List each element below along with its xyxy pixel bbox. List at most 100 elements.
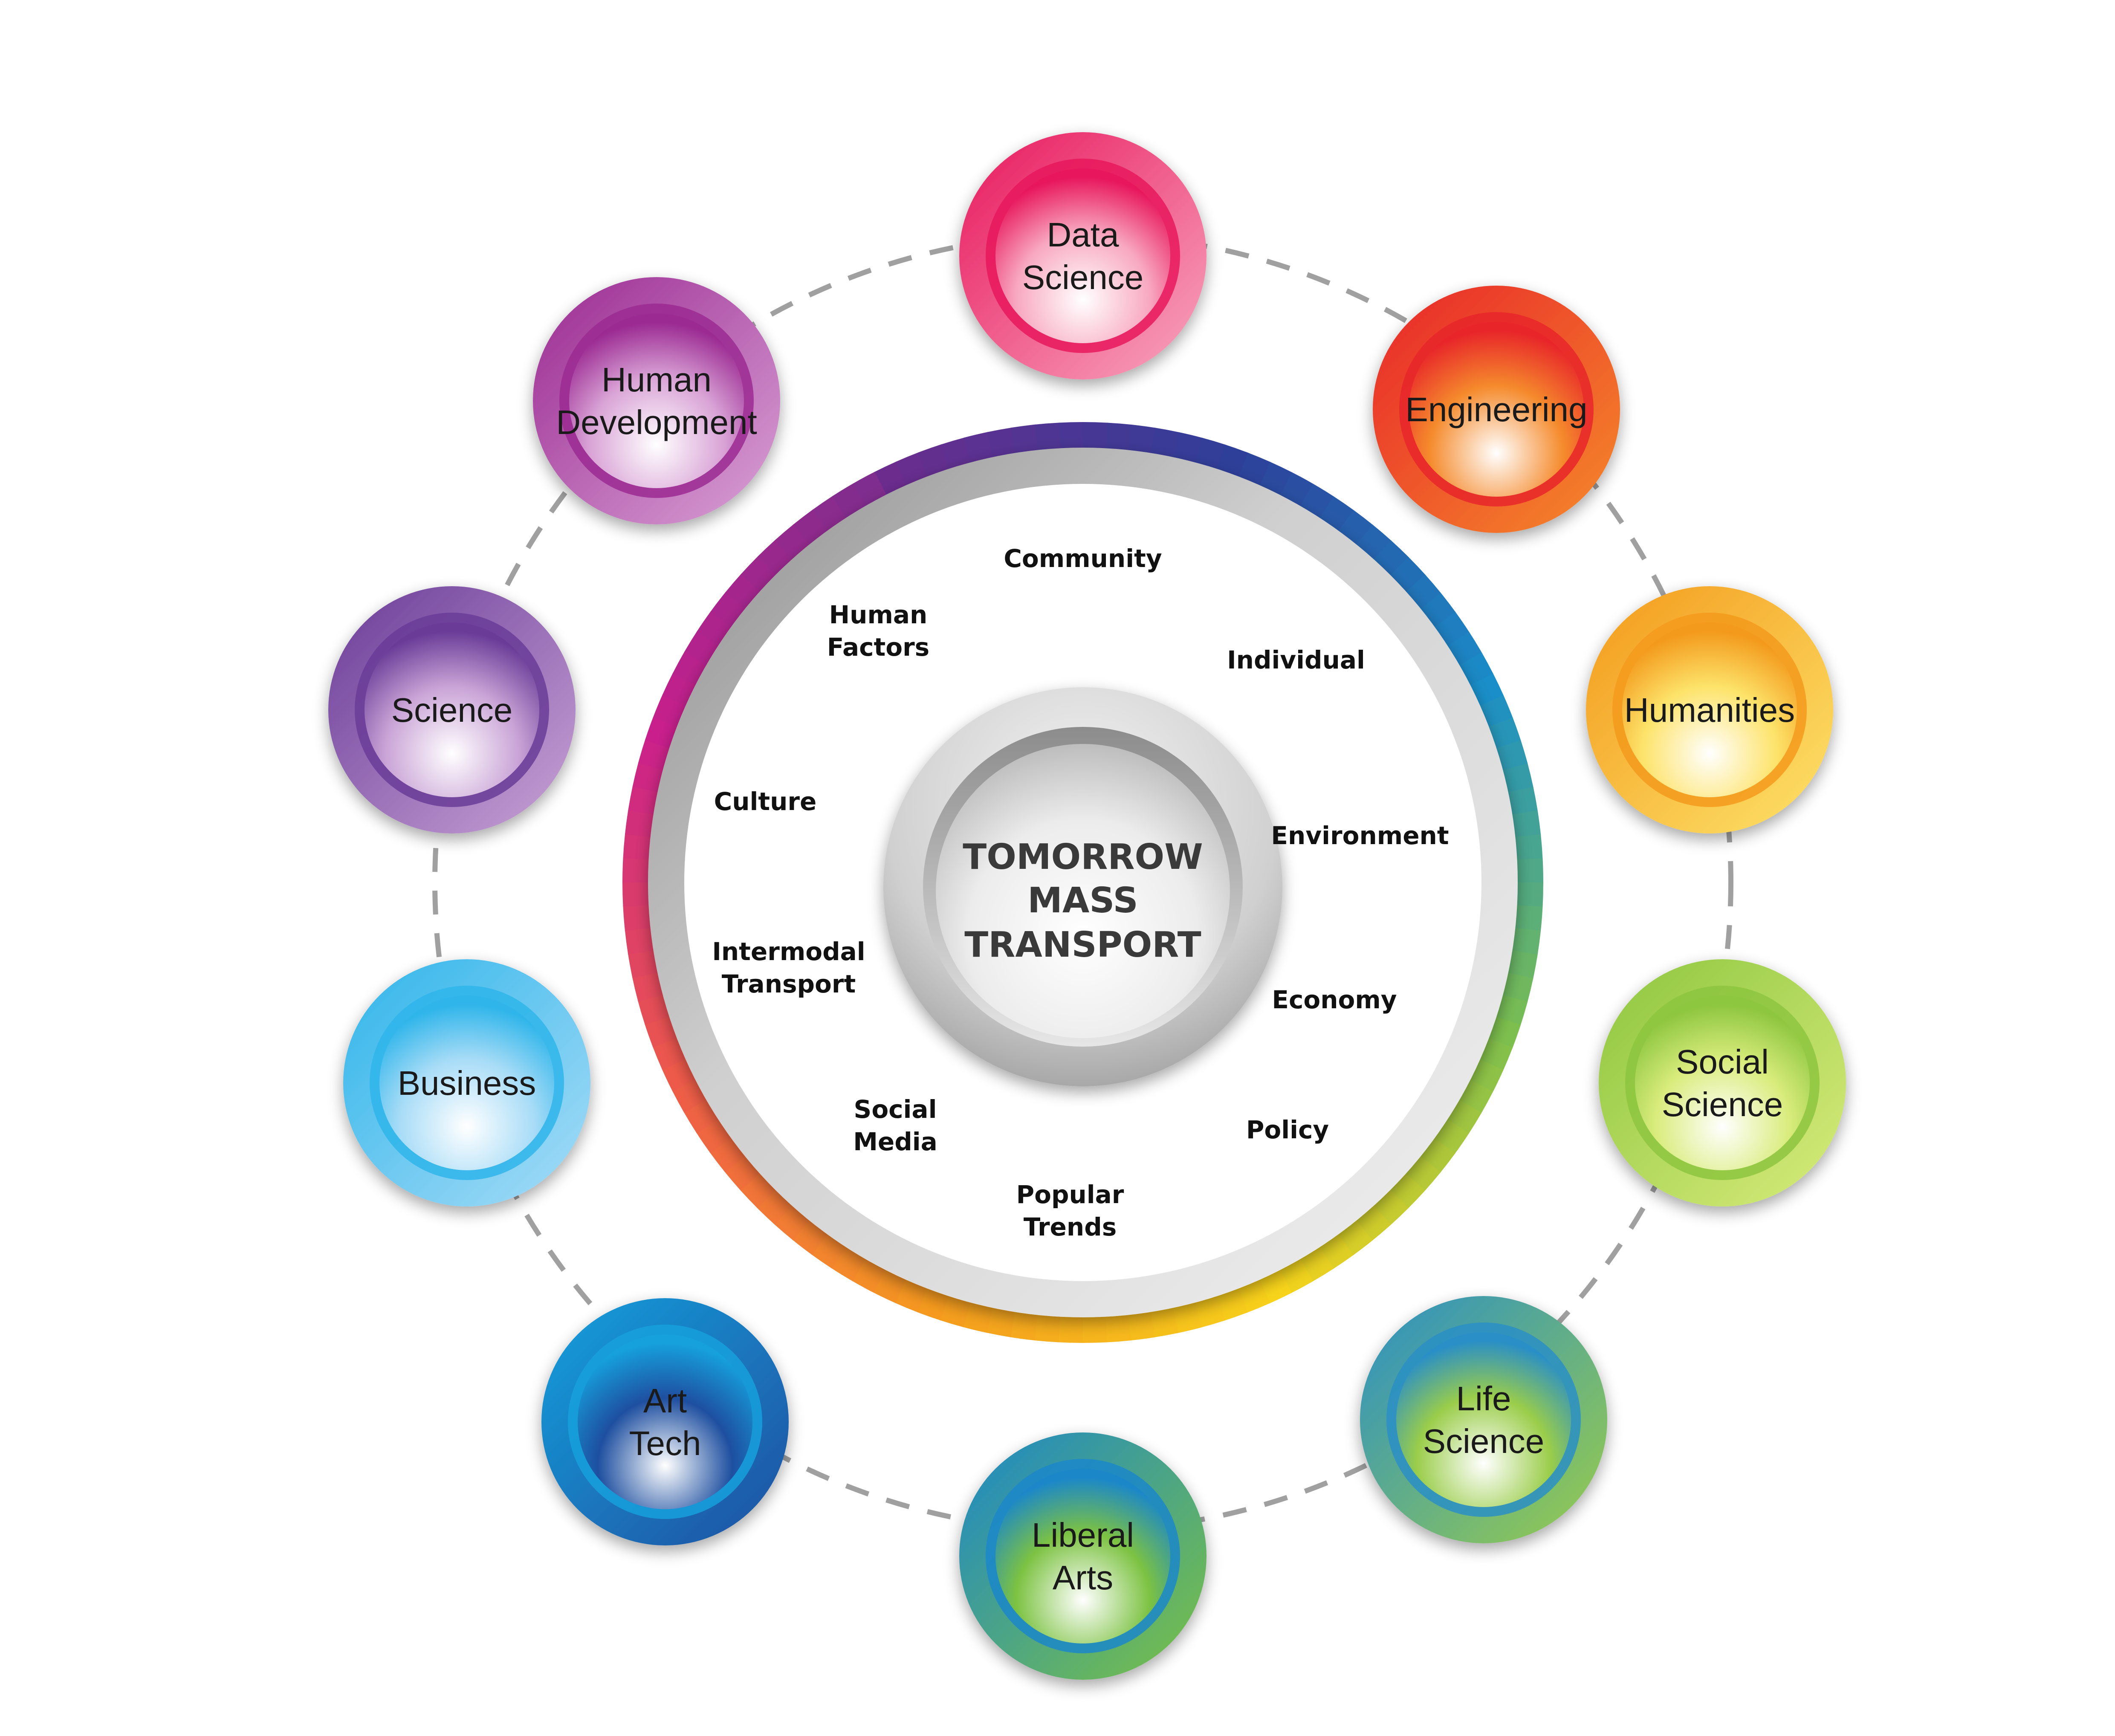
ring-segment bbox=[696, 1116, 735, 1153]
ring-segment bbox=[1431, 612, 1470, 649]
node-science[interactable]: Science bbox=[328, 586, 576, 833]
node-label-line: Development bbox=[556, 403, 757, 441]
factor-line: Intermodal bbox=[712, 937, 865, 966]
factor-labels: CommunityIndividualEnvironmentEconomyPol… bbox=[712, 544, 1449, 1241]
ring-segment bbox=[852, 1255, 888, 1293]
ring-segment bbox=[1193, 1292, 1225, 1328]
node-humanities[interactable]: Humanities bbox=[1586, 586, 1833, 833]
node-label-line: Data bbox=[1047, 216, 1119, 254]
ring-segment bbox=[672, 651, 711, 687]
ring-segment bbox=[623, 833, 655, 860]
ring-segment bbox=[1011, 424, 1039, 457]
ring-segment bbox=[1258, 462, 1293, 500]
ring-segment bbox=[1511, 834, 1543, 861]
ring-segment bbox=[623, 904, 655, 931]
factor-line: Policy bbox=[1246, 1115, 1329, 1144]
node-label: Science bbox=[391, 691, 513, 729]
ring-segment bbox=[1128, 424, 1156, 457]
ring-segment bbox=[662, 672, 700, 708]
node-business[interactable]: Business bbox=[343, 959, 590, 1207]
ring-segment bbox=[1498, 972, 1533, 1003]
ring-segment bbox=[1417, 1135, 1455, 1173]
ring-segment bbox=[873, 1265, 908, 1303]
node-face bbox=[379, 995, 554, 1170]
factor-environment: Environment bbox=[1271, 821, 1449, 850]
node-label-line: Human bbox=[602, 361, 712, 399]
node-face bbox=[1635, 995, 1810, 1170]
ring-segment bbox=[832, 483, 868, 522]
node-face bbox=[569, 313, 744, 488]
node-label-line: Humanities bbox=[1624, 691, 1795, 729]
factor-line: Culture bbox=[714, 787, 817, 816]
node-engineering[interactable]: Engineering bbox=[1373, 286, 1620, 533]
connector-ring bbox=[432, 232, 1733, 1533]
ring-segment bbox=[638, 993, 674, 1025]
ring-segment bbox=[1058, 1312, 1083, 1343]
factor-economy: Economy bbox=[1272, 985, 1397, 1014]
factor-line: Transport bbox=[722, 969, 856, 998]
ring-segment bbox=[1150, 428, 1180, 462]
ring-segment bbox=[757, 539, 796, 578]
ring-segment bbox=[1484, 717, 1521, 751]
ring-segment bbox=[940, 437, 972, 473]
ring-segment bbox=[1455, 1078, 1493, 1114]
node-face bbox=[1409, 322, 1584, 497]
ring-segment bbox=[1417, 593, 1456, 631]
ring-segment bbox=[1387, 557, 1426, 595]
center-title-line-3: TRANSPORT bbox=[964, 925, 1201, 965]
node-label-line: Science bbox=[1662, 1085, 1783, 1123]
ring-segment bbox=[895, 452, 930, 489]
node-label-line: Engineering bbox=[1406, 391, 1588, 428]
factor-line: Economy bbox=[1272, 985, 1397, 1014]
ring-segment bbox=[662, 1056, 700, 1092]
ring-segment bbox=[775, 524, 813, 563]
ring-segment bbox=[1317, 496, 1354, 535]
ring-segment bbox=[940, 1291, 972, 1328]
ring-segment bbox=[1504, 787, 1538, 816]
node-label-line: Liberal bbox=[1032, 1516, 1134, 1554]
ring-segment bbox=[1335, 1217, 1373, 1256]
node-label: Humanities bbox=[1624, 691, 1795, 729]
node-face bbox=[995, 168, 1170, 343]
ring-segment bbox=[1353, 1202, 1391, 1241]
ring-segment bbox=[1172, 432, 1203, 467]
ring-segment bbox=[628, 786, 662, 816]
ring-segment bbox=[709, 1134, 749, 1172]
ring-segment bbox=[874, 461, 909, 499]
ring-segment bbox=[853, 472, 888, 510]
ring-segment bbox=[622, 857, 653, 883]
node-label-line: Social bbox=[1676, 1043, 1769, 1081]
ring-segment bbox=[1082, 422, 1108, 453]
ring-segment bbox=[632, 762, 668, 793]
ring-segment bbox=[1484, 1015, 1521, 1049]
ring-segment bbox=[1033, 1311, 1061, 1343]
factor-individual: Individual bbox=[1227, 645, 1365, 674]
ring-segment bbox=[724, 1152, 763, 1191]
ring-segment bbox=[1297, 1243, 1334, 1282]
ring-segment bbox=[1466, 673, 1504, 709]
ring-segment bbox=[1354, 524, 1392, 563]
node-label-line: Arts bbox=[1053, 1559, 1113, 1597]
ring-segment bbox=[1298, 483, 1335, 522]
ring-segment bbox=[653, 694, 690, 729]
ring-segment bbox=[1430, 1117, 1469, 1154]
ring-segment bbox=[1371, 540, 1409, 579]
ring-segment bbox=[1236, 1276, 1270, 1313]
factor-line: Trends bbox=[1024, 1212, 1117, 1241]
ring-segment bbox=[1403, 574, 1441, 613]
ring-segment bbox=[1504, 949, 1538, 979]
ring-segment bbox=[1035, 422, 1062, 454]
ring-segment bbox=[672, 1077, 710, 1113]
